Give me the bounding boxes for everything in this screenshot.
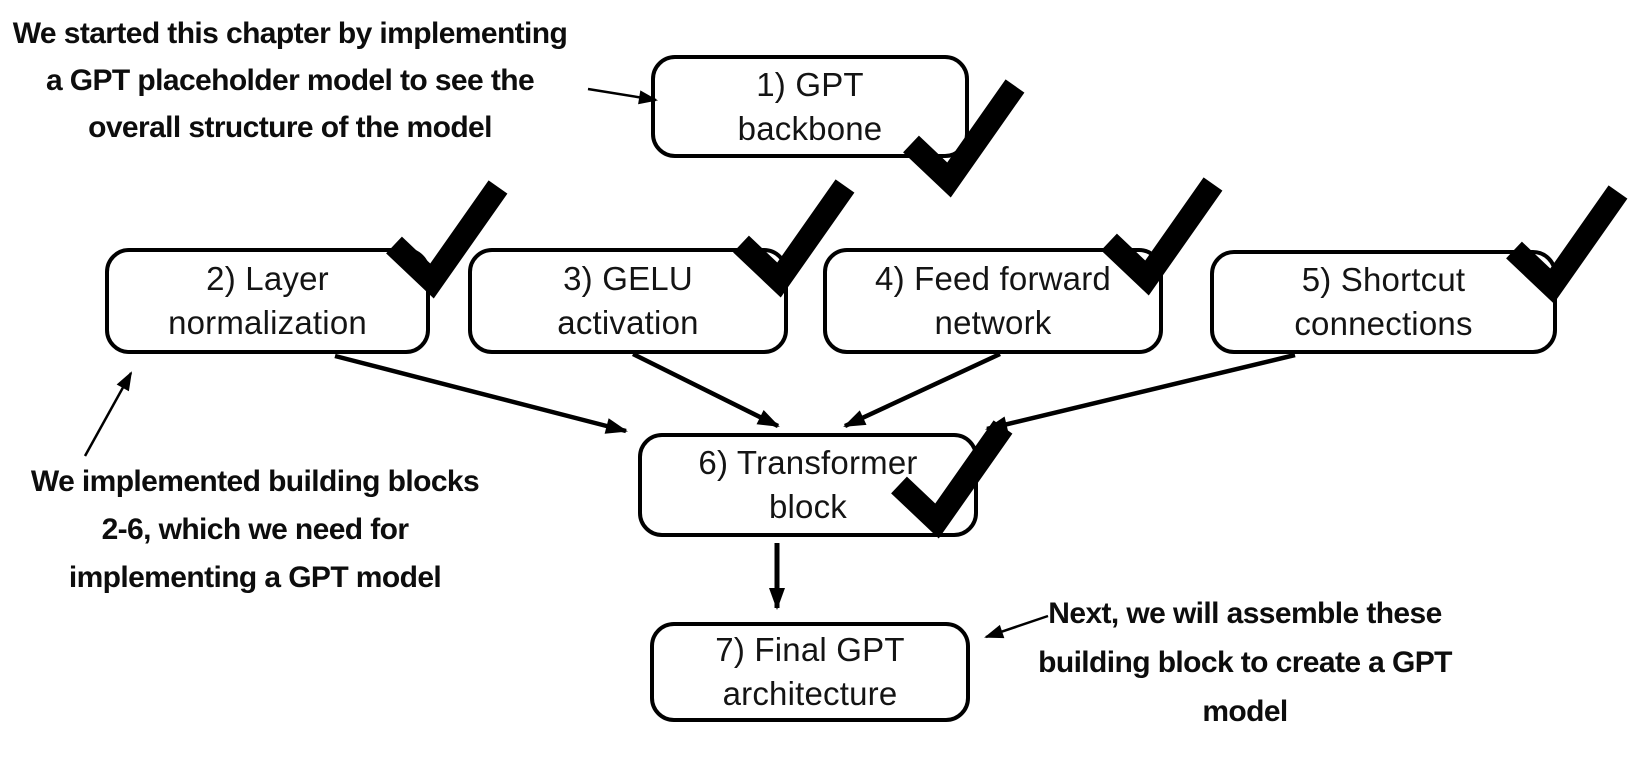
node-label-line: architecture bbox=[722, 675, 898, 712]
node-label-line: connections bbox=[1294, 305, 1473, 342]
node-label-line: 5) Shortcut bbox=[1301, 261, 1466, 298]
arrow-shortcut-connections-to-transformer bbox=[985, 352, 1296, 433]
node-gpt-backbone: 1) GPT backbone bbox=[651, 55, 969, 158]
annotation-line: model bbox=[1202, 695, 1288, 728]
annotation-line: Next, we will assemble these bbox=[1048, 597, 1442, 630]
node-label-line: 1) GPT bbox=[756, 65, 864, 103]
node-label-line: 7) Final GPT bbox=[715, 631, 905, 668]
arrow-feed-forward-to-transformer bbox=[843, 351, 1001, 429]
node-label-line: 3) GELU bbox=[563, 260, 693, 297]
arrow-blocks-note-to-layer-normalization bbox=[83, 371, 133, 457]
arrow-layer-normalization-to-transformer bbox=[334, 353, 628, 434]
node-label-line: block bbox=[768, 488, 848, 525]
node-label-line: network bbox=[934, 304, 1052, 341]
annotation-building-blocks: We implemented building blocks 2-6, whic… bbox=[25, 458, 485, 602]
node-label-line: backbone bbox=[737, 109, 883, 147]
node-label-line: normalization bbox=[168, 304, 367, 341]
node-layer-normalization: 2) Layer normalization bbox=[105, 248, 430, 354]
node-label-line: 4) Feed forward bbox=[875, 260, 1111, 297]
node-shortcut-connections: 5) Shortcut connections bbox=[1210, 250, 1557, 354]
arrow-intro-to-gpt-backbone bbox=[587, 87, 658, 105]
node-final-gpt-architecture: 7) Final GPT architecture bbox=[650, 622, 970, 722]
arrow-gelu-activation-to-transformer bbox=[631, 351, 780, 429]
annotation-line: We implemented building blocks bbox=[30, 465, 480, 498]
annotation-line: We started this chapter by implementing bbox=[12, 17, 568, 50]
annotation-line: overall structure of the model bbox=[88, 111, 492, 144]
annotation-line: implementing a GPT model bbox=[68, 561, 442, 594]
annotation-line: a GPT placeholder model to see the bbox=[45, 64, 535, 97]
annotation-line: building block to create a GPT bbox=[1038, 646, 1452, 679]
node-label-line: activation bbox=[557, 304, 699, 341]
annotation-intro: We started this chapter by implementing … bbox=[5, 10, 575, 151]
annotation-next-steps: Next, we will assemble these building bl… bbox=[1035, 589, 1455, 736]
annotation-line: 2-6, which we need for bbox=[101, 513, 409, 546]
node-label-line: 6) Transformer bbox=[698, 444, 918, 481]
node-label-line: 2) Layer bbox=[206, 260, 329, 297]
node-transformer-block: 6) Transformer block bbox=[638, 433, 978, 537]
node-feed-forward-network: 4) Feed forward network bbox=[823, 248, 1163, 354]
node-gelu-activation: 3) GELU activation bbox=[468, 248, 788, 354]
